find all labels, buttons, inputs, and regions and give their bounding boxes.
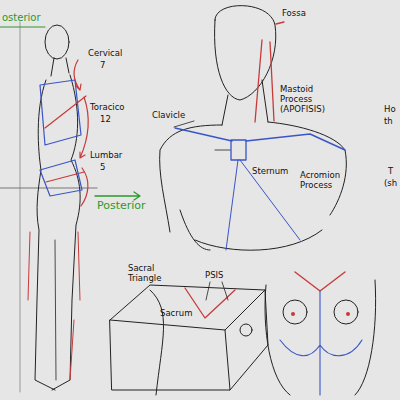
part-label: Clavicle	[152, 110, 185, 120]
part-label: Mastoid Process (APOFISIS)	[280, 84, 340, 114]
part-label: (sh	[384, 178, 397, 188]
part-label: Cervical	[88, 48, 148, 58]
part-label: Ho	[384, 104, 396, 114]
part-label: T	[388, 166, 393, 176]
part-label: Acromion Process	[300, 170, 350, 190]
part-label: Lumbar	[90, 150, 150, 160]
part-label: Fossa	[282, 8, 306, 18]
part-label: Posterior	[97, 201, 146, 211]
part-label: PSIS	[205, 270, 223, 280]
part-label: 5	[100, 162, 105, 172]
part-label: Toracico	[90, 102, 150, 112]
part-label: Sacrum	[160, 308, 192, 318]
part-label: th	[384, 116, 393, 126]
part-label: 12	[100, 114, 111, 124]
part-label: Sacral Triangle	[128, 263, 180, 283]
part-label: Sternum	[252, 166, 288, 176]
part-label: 7	[100, 60, 105, 70]
part-label: osterior	[2, 13, 41, 23]
